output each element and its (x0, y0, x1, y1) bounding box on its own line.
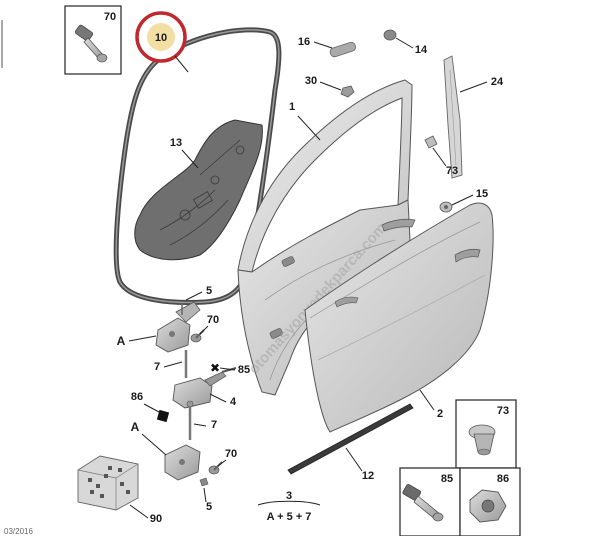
callout-5-top: 5 (206, 285, 212, 297)
outer-handle-recess (454, 248, 481, 263)
leader-90 (129, 504, 149, 519)
callout-70-low: 70 (225, 448, 237, 460)
inset-box-70-top: 70 (64, 5, 122, 75)
clip-73 (424, 135, 438, 149)
corner-date: 03/2016 (4, 527, 33, 536)
leader-5-top (185, 291, 203, 301)
moulding-strip-12 (287, 403, 414, 475)
nut-15 (439, 201, 453, 213)
callout-5-low: 5 (206, 501, 212, 513)
outer-door-skin-2 (304, 202, 494, 433)
bolt-icon (74, 24, 108, 63)
trim-strip-16 (329, 41, 356, 58)
callout-13: 13 (170, 137, 182, 149)
callout-85-box: 85 (441, 473, 453, 485)
brace-3 (257, 500, 321, 506)
callout-73: 73 (446, 165, 458, 177)
callout-24: 24 (491, 76, 504, 88)
callout-12: 12 (362, 470, 374, 482)
inset-box-85: 85 (399, 467, 461, 536)
leader-5-low (203, 487, 207, 503)
callout-4: 4 (230, 396, 237, 408)
plug-14 (383, 29, 397, 41)
fastener-kit-90 (77, 455, 139, 511)
callout-16: 16 (298, 36, 310, 48)
leader-24 (459, 81, 488, 93)
formula-3: A + 5 + 7 (267, 511, 312, 523)
callout-10-highlight: 10 (135, 11, 187, 63)
callout-15: 15 (476, 188, 488, 200)
callout-10: 10 (155, 32, 167, 44)
callout-3: 3 (286, 490, 292, 502)
leader-73 (432, 147, 447, 167)
leader-7-top (163, 361, 183, 368)
inset-box-73: 73 (455, 399, 517, 469)
leader-13 (181, 149, 199, 169)
leader-A-top (128, 335, 157, 342)
callout-2: 2 (437, 408, 443, 420)
leader-2 (419, 389, 435, 411)
mirror-mount (334, 296, 359, 308)
hex-nut-icon (469, 489, 507, 523)
callout-86: 86 (131, 391, 143, 403)
callout-A-top: A (117, 334, 126, 348)
pillar-trim-edge (449, 69, 457, 166)
square-nut-86 (156, 409, 170, 423)
callout-70-mid: 70 (207, 314, 219, 326)
leader-70-mid (199, 325, 209, 335)
leader-86 (143, 403, 160, 413)
leader-12 (345, 447, 363, 472)
callout-86-box: 86 (497, 473, 509, 485)
callout-1: 1 (289, 101, 295, 113)
leader-70-low (217, 459, 227, 467)
cross-marker-icon: ✖ (210, 361, 220, 375)
leader-A-low (141, 433, 167, 456)
trim-panel-details (159, 139, 245, 246)
inset-box-86: 86 (459, 467, 521, 536)
callout-90: 90 (150, 513, 162, 525)
leader-16 (313, 41, 333, 49)
upper-hinge (155, 301, 201, 353)
callout-14: 14 (415, 44, 428, 56)
callout-85: 85 (238, 364, 250, 376)
leader-15 (451, 194, 474, 206)
callout-73-box: 73 (497, 405, 509, 417)
leader-14 (395, 37, 414, 49)
flange-bolt-icon (402, 484, 444, 522)
leader-7-low (193, 423, 207, 427)
door-check-strap (172, 367, 237, 409)
callout-A-low: A (131, 420, 140, 434)
clip-5-low (199, 477, 209, 487)
door-skin-crease-2 (317, 274, 486, 361)
callout-7-low: 7 (211, 419, 217, 431)
leader-4 (209, 393, 227, 403)
callout-7-top: 7 (154, 361, 160, 373)
leader-85 (219, 367, 236, 371)
inset-box-frame (64, 5, 122, 75)
clip-30 (340, 85, 355, 98)
leader-10 (174, 55, 189, 73)
callout-70-box: 70 (104, 11, 116, 23)
highlight-dot (147, 23, 175, 51)
lower-hinge (164, 444, 201, 481)
leader-30 (319, 81, 342, 91)
bolt-70-low (208, 461, 223, 475)
callout-30: 30 (305, 75, 317, 87)
door-skin-crease (309, 221, 481, 319)
leader-1 (297, 115, 321, 141)
inner-trim-panel (134, 119, 263, 261)
push-clip-icon (468, 424, 496, 456)
